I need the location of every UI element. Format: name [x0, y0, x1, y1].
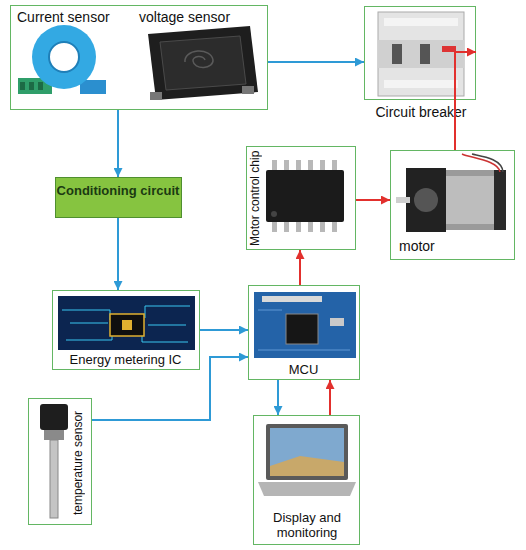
- terminal-pin: [29, 82, 34, 90]
- ic-chip: [110, 314, 144, 336]
- motor-face: [406, 168, 446, 232]
- motor-box: motor: [390, 150, 515, 260]
- sensor-pin: [242, 86, 254, 94]
- sensor-face: [160, 36, 246, 90]
- motor-wire: [462, 154, 500, 172]
- display-box: Display and monitoring: [253, 415, 360, 545]
- breaker-box: Circuit breaker: [364, 6, 476, 100]
- node-label: Current sensor: [17, 10, 137, 25]
- node-label: Motor control chip: [248, 147, 264, 249]
- motor-illustration: [396, 154, 506, 232]
- laptop-bezel: [266, 424, 348, 480]
- laptop-wallpaper: [270, 456, 344, 476]
- motor-wire: [472, 154, 503, 172]
- motor-hub: [414, 188, 438, 212]
- flow-arrow: [455, 52, 476, 150]
- laptop-screen: [270, 428, 344, 476]
- sensor-foot: [80, 80, 106, 94]
- terminal-pin: [20, 82, 25, 90]
- sensor-spiral: [185, 51, 213, 68]
- sensor-group-box: Current sensorvoltage sensor: [10, 5, 268, 110]
- node-label: Display and monitoring: [258, 510, 356, 540]
- sensor-nut: [44, 430, 64, 440]
- sensor-housing: [148, 26, 258, 100]
- temperature-box: temperature sensor: [28, 398, 92, 525]
- flow-arrow: [277, 380, 279, 415]
- temperature-sensor-illustration: [40, 404, 68, 518]
- laptop-illustration: [258, 424, 356, 496]
- chip-box: Motor control chip: [246, 146, 356, 250]
- mcu-illustration: [254, 292, 356, 358]
- flow-arrow: [117, 218, 119, 290]
- chip-body: [266, 170, 344, 222]
- flow-arrow: [329, 380, 331, 415]
- sensor-ring: [32, 25, 96, 89]
- voltage-sensor-illustration: [148, 26, 258, 100]
- sensor-hole: [49, 42, 79, 72]
- motor-body-highlight: [444, 176, 496, 224]
- motor-cap: [494, 170, 506, 230]
- sensor-probe: [50, 440, 58, 518]
- motor-body: [440, 170, 500, 230]
- sensor-head: [40, 404, 68, 430]
- laptop-base: [258, 482, 356, 496]
- energy-ic-illustration: [58, 296, 195, 350]
- flow-arrow: [200, 329, 248, 331]
- breaker-toggle: [392, 44, 402, 64]
- flow-arrow: [268, 61, 364, 63]
- node-label: motor: [399, 239, 459, 254]
- breaker-body: [378, 12, 464, 96]
- node-label: temperature sensor: [71, 407, 87, 519]
- mcu-board: [254, 292, 356, 358]
- breaker-terminals: [384, 18, 458, 26]
- mcu-chip: [286, 314, 318, 344]
- terminal-pin: [38, 82, 43, 90]
- breaker-terminals: [384, 80, 458, 88]
- flow-arrow: [299, 250, 301, 285]
- current-sensor-illustration: [18, 25, 106, 94]
- mcu-box: MCU: [248, 285, 360, 380]
- mcu-header: [262, 296, 322, 302]
- conditioning-box: Conditioning circuit: [55, 177, 182, 218]
- node-label: Energy metering IC: [53, 352, 198, 367]
- ic-background: [58, 296, 195, 350]
- circuit-breaker-illustration: [378, 12, 464, 96]
- motor-shaft: [396, 197, 410, 203]
- chip-dot: [271, 211, 277, 217]
- breaker-tag: [442, 46, 456, 52]
- sensor-hole-edge: [49, 42, 79, 72]
- energy-ic-box: Energy metering IC: [52, 290, 200, 370]
- breaker-toggle: [420, 44, 430, 64]
- sensor-pin: [150, 92, 162, 100]
- chip-illustration: [266, 160, 344, 232]
- breaker-band: [378, 40, 464, 68]
- node-label: Conditioning circuit: [56, 183, 180, 198]
- node-label: voltage sensor: [139, 10, 263, 25]
- node-label: MCU: [249, 362, 358, 377]
- flow-arrow: [356, 199, 390, 201]
- node-label: Circuit breaker: [359, 105, 483, 120]
- mcu-crystal: [330, 318, 344, 326]
- flow-arrow: [117, 110, 119, 177]
- ic-die: [122, 320, 132, 330]
